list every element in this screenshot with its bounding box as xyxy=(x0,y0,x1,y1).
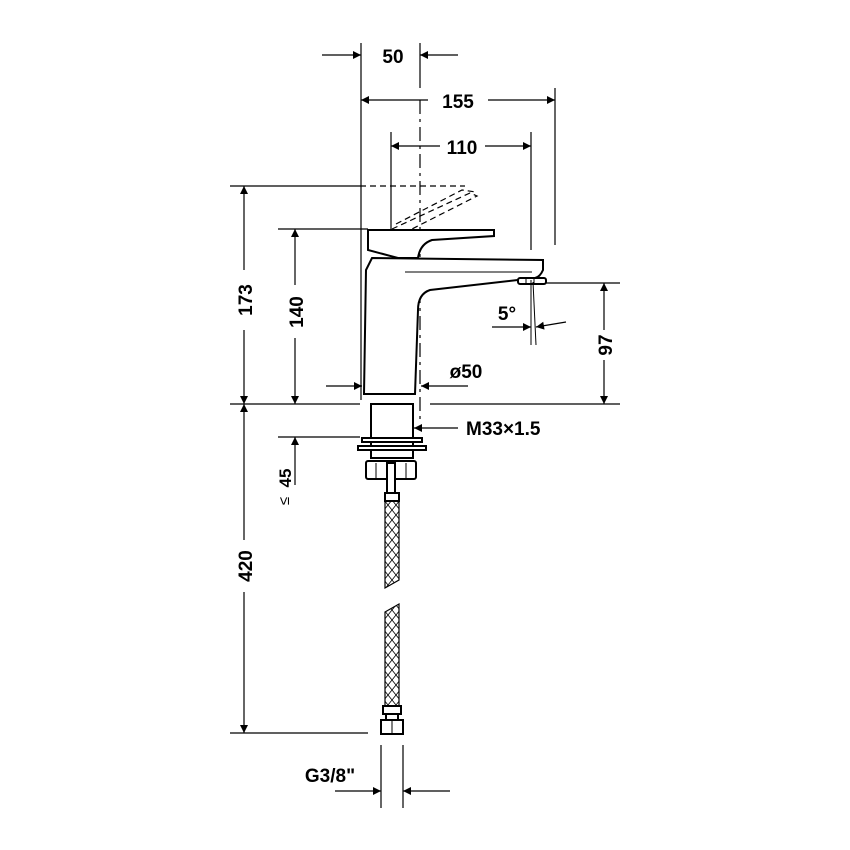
faucet-shank xyxy=(357,403,427,499)
dimension-diameter-50: ø50 xyxy=(326,362,483,390)
dim-label-45: 45 xyxy=(276,469,295,488)
dimension-deck-45: 45 ≤ xyxy=(276,436,360,505)
dimension-width-155: 155 xyxy=(361,88,556,245)
dim-label-420: 420 xyxy=(236,550,257,582)
dimension-height-140: 140 xyxy=(278,228,368,404)
supply-hose xyxy=(380,492,404,735)
dim-label-110: 110 xyxy=(447,138,478,159)
dimension-spout-97: 97 xyxy=(430,282,620,405)
dim-label-angle: 5° xyxy=(498,304,516,325)
dim-label-140: 140 xyxy=(287,296,308,328)
dimension-angle-5: 5° xyxy=(492,280,567,346)
dim-label-45-qualifier: ≤ xyxy=(276,497,293,505)
dim-label-g38: G3/8" xyxy=(305,766,355,787)
dim-label-173: 173 xyxy=(236,284,257,316)
dim-label-thread: M33×1.5 xyxy=(466,419,541,440)
dimension-height-173: 173 xyxy=(230,185,360,405)
dim-label-97: 97 xyxy=(596,334,617,355)
faucet-body xyxy=(360,185,547,395)
dim-label-diameter: ø50 xyxy=(450,362,483,383)
dimension-hose-420: 420 xyxy=(230,404,368,734)
dimension-thread: M33×1.5 xyxy=(414,419,541,440)
dimension-reach-110: 110 xyxy=(390,132,532,250)
dimension-g38: G3/8" xyxy=(305,745,450,808)
dim-label-50: 50 xyxy=(382,47,403,68)
dim-label-155: 155 xyxy=(442,92,474,113)
